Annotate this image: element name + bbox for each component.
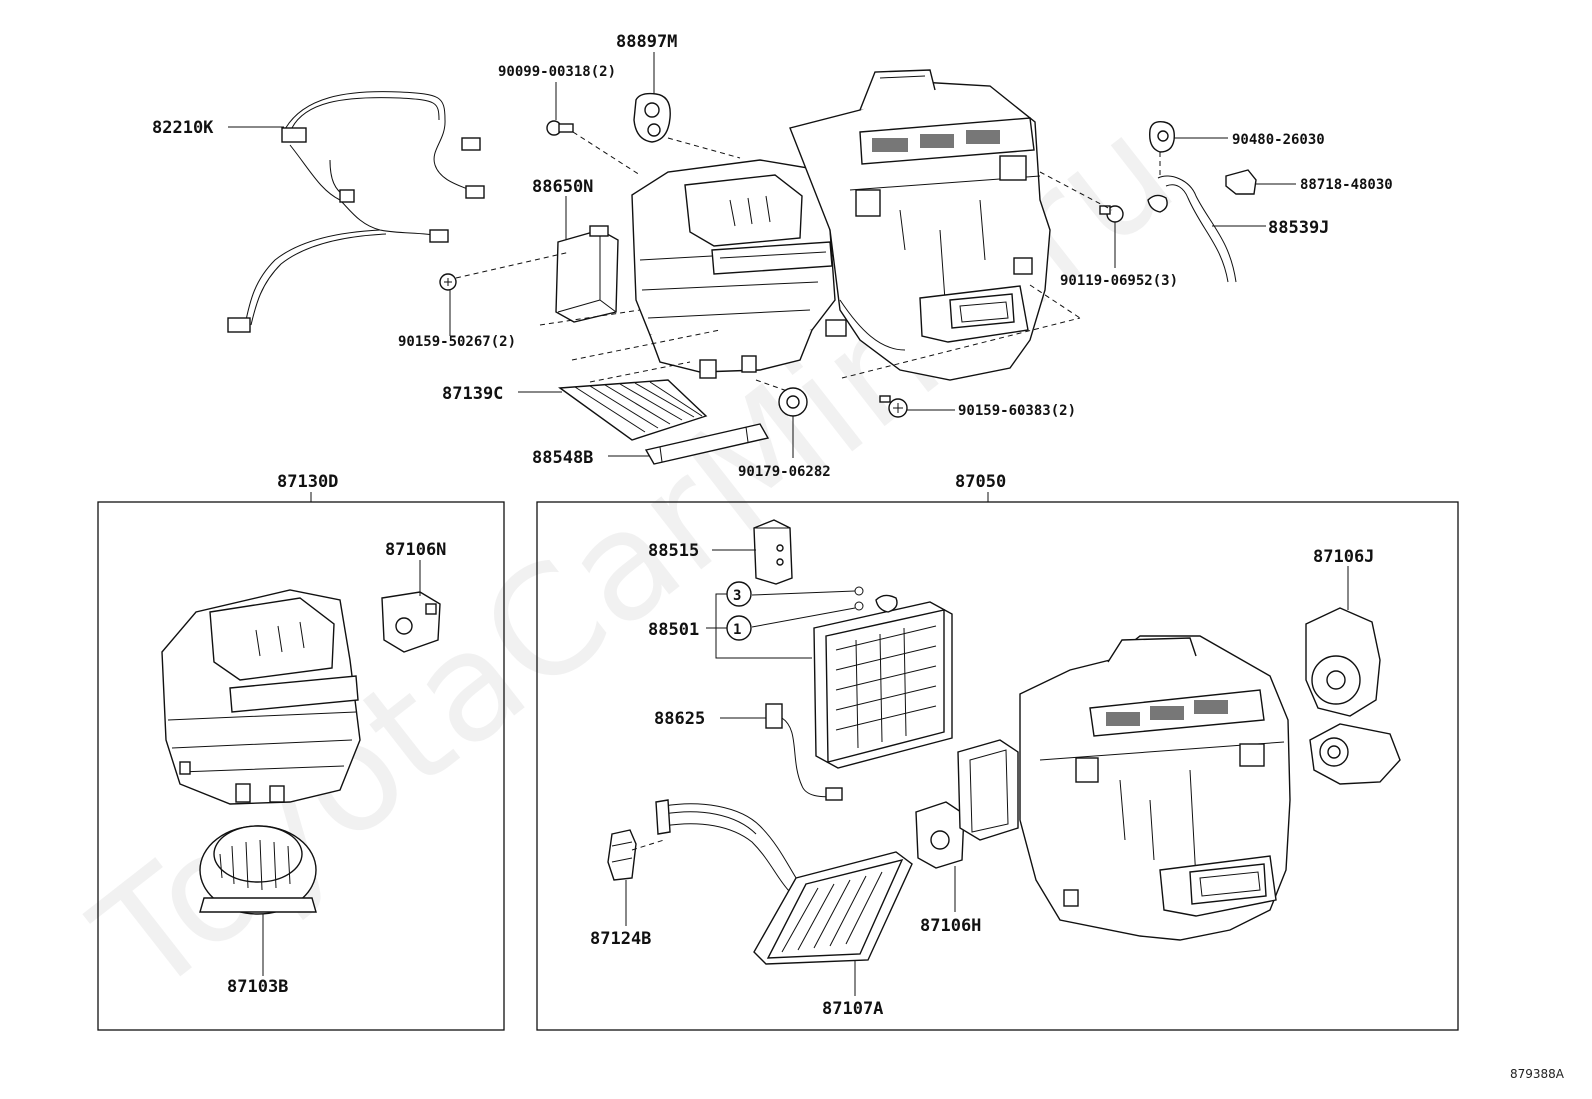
screw-90159-50267 <box>439 273 457 291</box>
callout-88515: 88515 <box>648 541 699 561</box>
servo-87106j <box>1305 607 1401 785</box>
grommet-88897m <box>633 92 671 143</box>
valve-88515 <box>753 519 793 585</box>
servo-87106h <box>915 801 965 869</box>
callout-90159-60383: 90159-60383(2) <box>958 403 1076 419</box>
group-title-87130d: 87130D <box>277 472 338 492</box>
servo-87106n <box>381 591 441 653</box>
module-88650n <box>555 225 619 323</box>
screw-90159-60383 <box>879 395 908 418</box>
heater-core-87107a <box>655 799 913 965</box>
callout-90480-26030: 90480-26030 <box>1232 132 1325 148</box>
group-box-87050 <box>536 501 1459 1031</box>
callout-90119-06952: 90119-06952(3) <box>1060 273 1178 289</box>
evaporator-88501 <box>813 594 953 769</box>
hvac-assembly-top <box>631 69 1051 381</box>
callout-88718-48030: 88718-48030 <box>1300 177 1393 193</box>
hose-88539j <box>1147 175 1237 283</box>
callout-88539j: 88539J <box>1268 218 1329 238</box>
callout-87107a: 87107A <box>822 999 883 1019</box>
screw-90099 <box>546 120 574 136</box>
sensor-88625 <box>765 703 843 801</box>
callout-90099-00318: 90099-00318(2) <box>498 64 616 80</box>
callout-circle-3-label: 3 <box>733 588 741 604</box>
grommet-90480 <box>1149 120 1175 153</box>
callout-87124b: 87124B <box>590 929 651 949</box>
blower-housing-87130d <box>161 589 361 805</box>
callout-88548b: 88548B <box>532 448 593 468</box>
diagram-reference-code: 879388A <box>1510 1067 1565 1081</box>
cover-88548b <box>644 423 770 465</box>
hvac-case-87050 <box>957 635 1291 941</box>
group-title-87050: 87050 <box>955 472 1006 492</box>
callout-circle-1-label: 1 <box>733 622 741 638</box>
callout-90179-06282: 90179-06282 <box>738 464 831 480</box>
callout-88897m: 88897M <box>616 32 677 52</box>
callout-87139c: 87139C <box>442 384 503 404</box>
clip-88718 <box>1225 169 1257 195</box>
wire-harness-82210k <box>227 91 485 333</box>
callout-87106h: 87106H <box>920 916 981 936</box>
callout-87106n: 87106N <box>385 540 446 560</box>
callout-88501: 88501 <box>648 620 699 640</box>
clip-87124b <box>607 829 637 881</box>
grommet-90179 <box>778 387 808 417</box>
group-box-87130d <box>97 501 505 1031</box>
callout-87106j: 87106J <box>1313 547 1374 567</box>
callout-88650n: 88650N <box>532 177 593 197</box>
callout-90159-50267: 90159-50267(2) <box>398 334 516 350</box>
callout-87103b: 87103B <box>227 977 288 997</box>
blower-motor-87103b <box>199 825 317 915</box>
filter-87139c <box>558 379 708 441</box>
callout-88625: 88625 <box>654 709 705 729</box>
callout-82210k: 82210K <box>152 118 214 138</box>
